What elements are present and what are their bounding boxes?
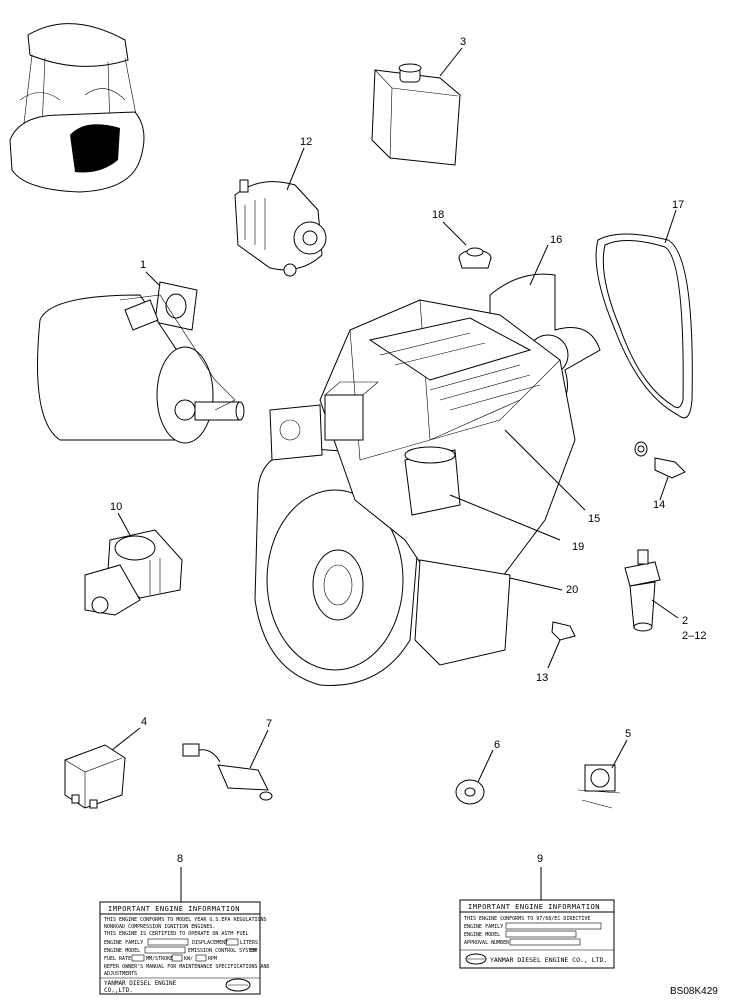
- plate-9-line: ENGINE MODEL: [464, 932, 500, 938]
- callout-16: 16: [550, 234, 562, 246]
- plate-9-header: IMPORTANT ENGINE INFORMATION: [468, 903, 600, 911]
- washer-part: [455, 749, 494, 805]
- plate-9-line: THIS ENGINE CONFORMS TO 97/68/EC DIRECTI…: [464, 916, 590, 922]
- callout-2-12: 2–12: [682, 630, 706, 642]
- plate-8-line: FUEL RATE: [104, 956, 131, 962]
- callout-13: 13: [536, 672, 548, 684]
- plate-8-header: IMPORTANT ENGINE INFORMATION: [108, 905, 240, 913]
- plate-9-maker: YANMAR DIESEL ENGINE CO., LTD.: [490, 956, 607, 964]
- callout-19: 19: [572, 541, 584, 553]
- callout-9: 9: [537, 853, 543, 865]
- muffler-illustration: [37, 294, 245, 444]
- callout-14: 14: [653, 499, 665, 511]
- callout-2: 2: [682, 615, 688, 627]
- oil-pressure-switch-part: [547, 621, 576, 669]
- plate-8-maker: YANMAR DIESEL ENGINE: [104, 980, 177, 987]
- callout-12: 12: [300, 136, 312, 148]
- engine-info-plate-epa: IMPORTANT ENGINE INFORMATION THIS ENGINE…: [99, 901, 270, 995]
- thermostat-part: [442, 221, 492, 269]
- engine-assembly-illustration: [254, 244, 601, 686]
- plate-9-line: ENGINE FAMILY: [464, 924, 503, 930]
- plate-8-line: DISPLACEMENT: [192, 940, 228, 946]
- engine-info-plate-ec: IMPORTANT ENGINE INFORMATION THIS ENGINE…: [459, 899, 615, 969]
- plate-8-line: MM/STROKE: [146, 956, 173, 962]
- plate-8-line: RPM: [208, 956, 217, 962]
- fuel-filter-part: [624, 549, 679, 632]
- fan-belt-part: [595, 209, 693, 419]
- plate-8-line: KW/: [184, 956, 193, 962]
- solenoid-part: [577, 739, 628, 809]
- plate-8-line: NONROAD COMPRESSION IGNITION ENGINES.: [104, 924, 215, 930]
- callout-5: 5: [625, 728, 631, 740]
- figure-reference: BS08K429: [670, 986, 718, 997]
- plate-8-line: ADJUSTMENTS: [104, 971, 137, 977]
- plate-8-line: THIS ENGINE CONFORMS TO MODEL YEAR U.S.E…: [104, 917, 267, 923]
- controller-part: [182, 729, 273, 801]
- plate-8-line: ENGINE FAMILY: [104, 940, 143, 946]
- plate-8-line: ENGINE MODEL: [104, 948, 140, 954]
- plate-8-line: LITERS: [240, 940, 258, 946]
- callout-3: 3: [460, 36, 466, 48]
- callout-10: 10: [110, 501, 122, 513]
- plate-8-line: EMISSION CONTROL SYSTEM: [188, 948, 257, 954]
- callout-labels: 1 2 2–12 3 4 5 6 7 8 9 10 12 13 14 15 16…: [110, 36, 706, 865]
- plate-8-maker-suffix: CO.,LTD.: [104, 987, 133, 994]
- callout-20: 20: [566, 584, 578, 596]
- machine-locator-illustration: [9, 23, 145, 193]
- coolant-reservoir-part: [371, 47, 463, 166]
- callout-18: 18: [432, 209, 444, 221]
- plate-9-line: APPROVAL NUMBER: [464, 940, 510, 946]
- plate-8-line: EM: [250, 948, 256, 954]
- plate-8-line: REFER OWNER'S MANUAL FOR MAINTENANCE SPE…: [104, 964, 270, 970]
- callout-6: 6: [494, 739, 500, 751]
- relay-part: [64, 727, 141, 809]
- callout-8: 8: [177, 853, 183, 865]
- alternator-part: [234, 147, 327, 277]
- callout-17: 17: [672, 199, 684, 211]
- callout-15: 15: [588, 513, 600, 525]
- starter-motor-part: [84, 512, 183, 616]
- plate-8-line: THIS ENGINE IS CERTIFIED TO OPERATE ON A…: [104, 931, 249, 937]
- callout-4: 4: [141, 716, 147, 728]
- callout-1: 1: [140, 259, 146, 271]
- callout-7: 7: [266, 718, 272, 730]
- temperature-sender-part: [634, 441, 686, 501]
